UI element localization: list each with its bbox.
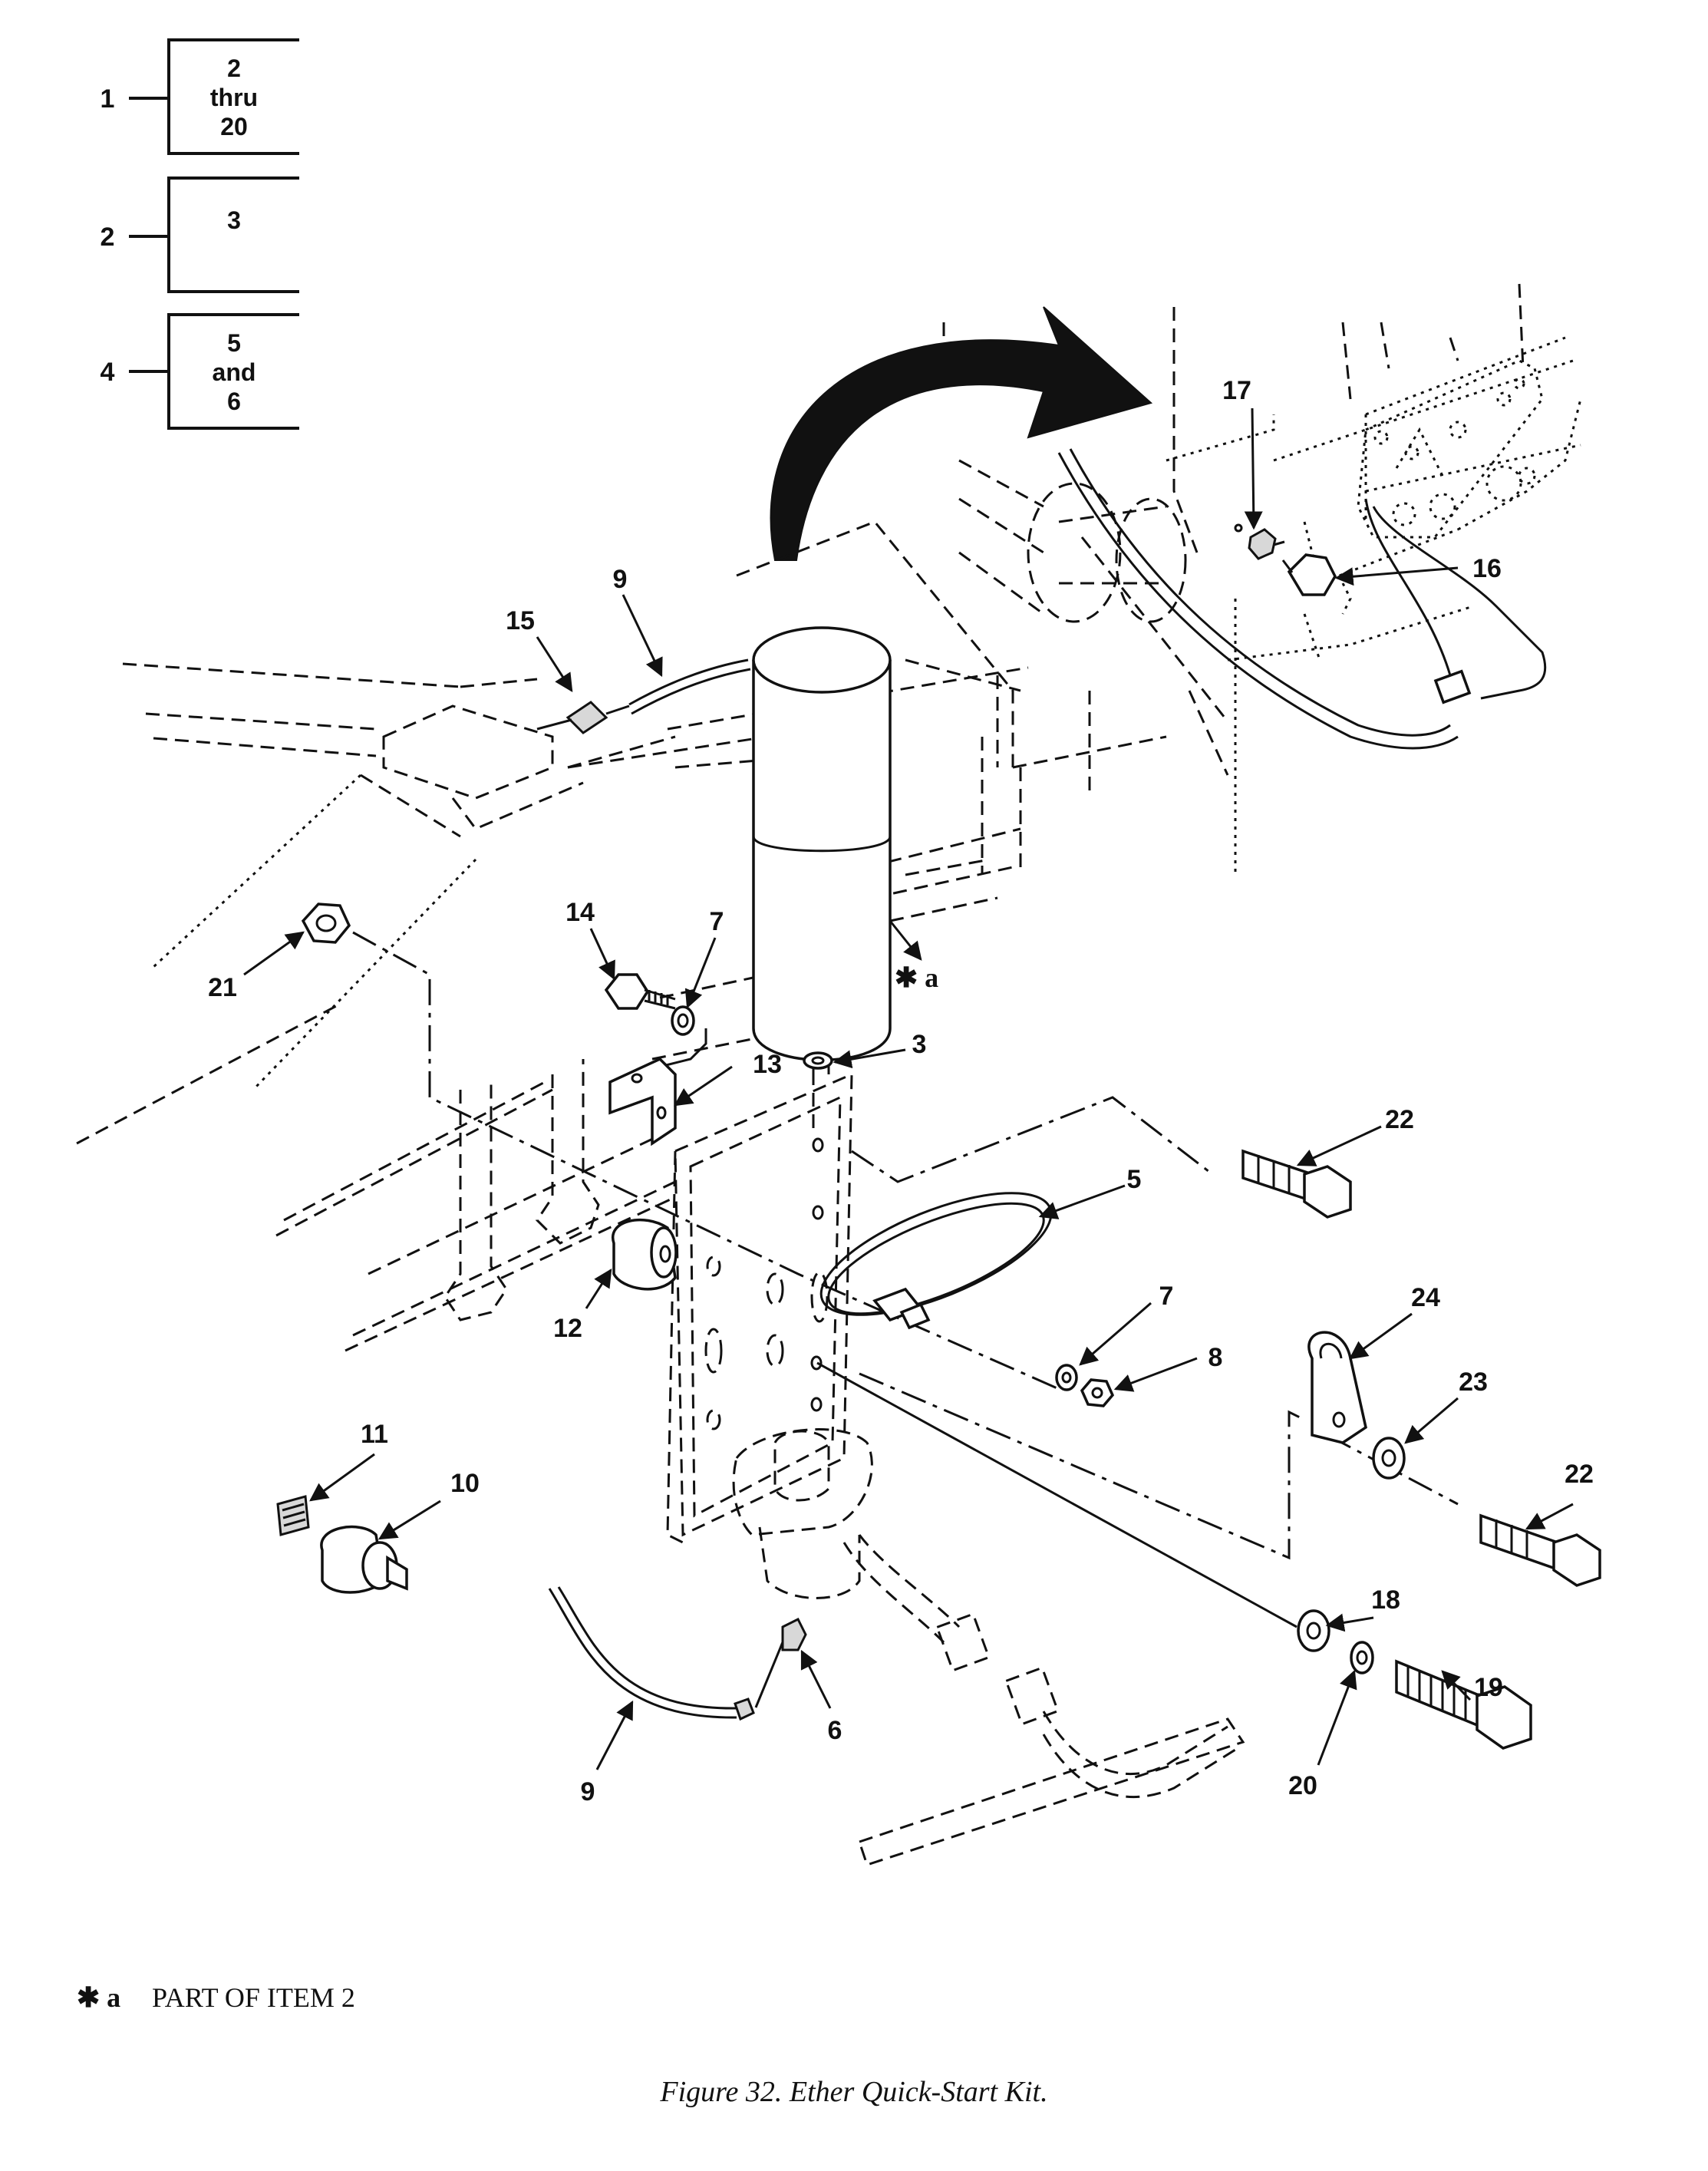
engine-outline [942, 283, 1582, 875]
callout-24: 24 [1411, 1283, 1440, 1312]
part-9-tube-upper [628, 658, 751, 715]
part-23-washer [1372, 1437, 1406, 1480]
part-22-bolt-upper [1241, 1149, 1352, 1219]
part-3-washer [803, 1051, 833, 1070]
part-22-bolt-lower [1479, 1513, 1601, 1587]
key-box-1-item: 1 [101, 84, 115, 114]
part-11-tag [276, 1495, 310, 1536]
callout-22-upper: 22 [1385, 1105, 1414, 1134]
callout-15: 15 [506, 606, 535, 635]
part-12-spacer [611, 1218, 678, 1291]
part-14-bolt [604, 973, 676, 1010]
key-box-4-line-3: 6 [227, 388, 241, 415]
mounting-bracket [666, 1072, 1245, 1866]
callout-14: 14 [565, 898, 595, 927]
part-21-nut [301, 902, 351, 944]
part-10-plug [320, 1525, 408, 1594]
part-9-tube-lower [548, 1586, 755, 1721]
part-24-clip [1307, 1331, 1367, 1444]
callout-9-lower: 9 [581, 1777, 595, 1806]
callout-17: 17 [1222, 376, 1251, 405]
callout-13: 13 [753, 1050, 782, 1079]
part-8-nut [1080, 1378, 1115, 1407]
cylinder-footnote-marker: ✱ a [895, 962, 938, 993]
key-box-1: 1 2 thru 20 [101, 38, 299, 155]
callout-23: 23 [1459, 1368, 1488, 1397]
part-15-fitting [536, 701, 630, 734]
key-box-2: 2 3 [101, 177, 299, 293]
part-5-clamp [819, 1192, 1053, 1330]
assembly-centerlines [352, 931, 1459, 1628]
part-7-washer-lower [1055, 1364, 1078, 1391]
part-7-washer-upper [671, 1005, 695, 1036]
callout-5: 5 [1127, 1165, 1142, 1194]
key-box-1-line-1: 2 [227, 54, 241, 82]
part-20-lockwasher [1350, 1641, 1374, 1674]
footnote-marker: ✱ a [77, 1982, 120, 2013]
curved-arrow [770, 306, 1153, 561]
callout-6: 6 [828, 1716, 842, 1745]
key-box-4-item: 4 [101, 358, 115, 387]
callout-labels: 17 16 9 15 14 7 21 13 3 22 5 7 8 12 24 2… [208, 376, 1594, 1806]
figure-caption: Figure 32. Ether Quick-Start Kit. [659, 2076, 1047, 2108]
callout-8: 8 [1208, 1343, 1223, 1372]
callout-10: 10 [450, 1469, 480, 1498]
callout-21: 21 [208, 973, 237, 1002]
callout-22-lower: 22 [1565, 1460, 1594, 1489]
leader-lines [243, 407, 1574, 1770]
callout-7-lower: 7 [1159, 1282, 1174, 1311]
part-13-bracket [608, 1057, 677, 1147]
callout-20: 20 [1288, 1771, 1317, 1800]
ether-cylinder [752, 626, 892, 1074]
callout-7-upper: 7 [710, 907, 724, 936]
part-19-bolt [1395, 1659, 1532, 1750]
footnote-text: PART OF ITEM 2 [152, 1982, 355, 2013]
key-box-4: 4 5 and 6 [101, 313, 299, 430]
frame-rail [76, 520, 1167, 1352]
callout-18: 18 [1371, 1585, 1400, 1615]
callout-19: 19 [1474, 1673, 1503, 1702]
key-box-4-line-1: 5 [227, 329, 241, 357]
key-box-4-line-2: and [213, 358, 256, 386]
part-6-elbow [754, 1617, 807, 1708]
callout-9-upper: 9 [613, 565, 628, 594]
callout-3: 3 [912, 1030, 927, 1059]
callout-12: 12 [553, 1314, 582, 1343]
footnote: ✱ a PART OF ITEM 2 [77, 1982, 355, 2013]
key-box-2-line-1: 3 [227, 206, 241, 234]
key-box-1-line-3: 20 [220, 113, 248, 140]
key-box-1-line-2: thru [210, 84, 258, 111]
key-box-2-item: 2 [101, 223, 115, 252]
callout-11: 11 [361, 1420, 388, 1449]
callout-16: 16 [1472, 554, 1502, 583]
part-18-washer [1297, 1609, 1330, 1652]
